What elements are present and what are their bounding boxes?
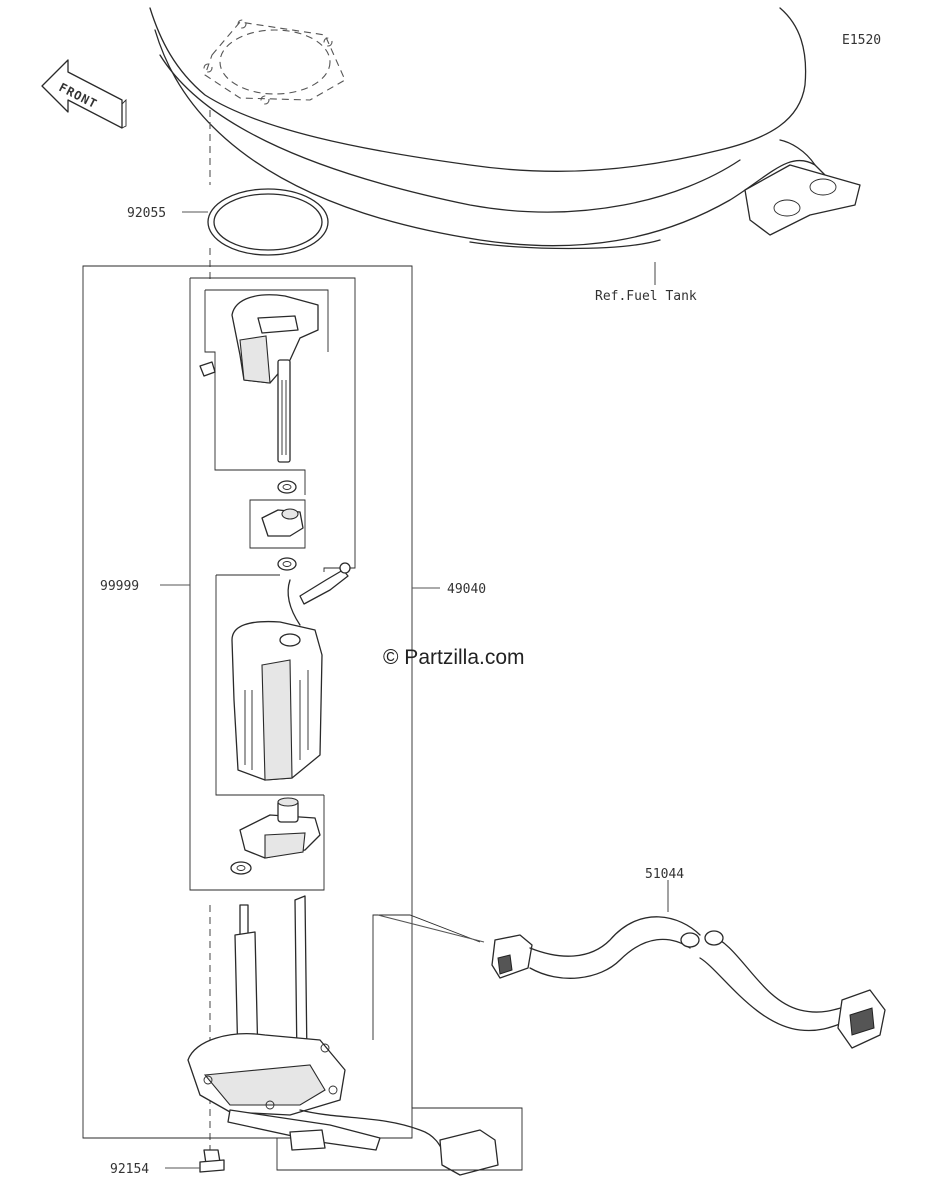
small-oring-2 (277, 557, 297, 571)
fuel-tank-outline (149, 7, 861, 250)
ref-fuel-tank-label: Ref.Fuel Tank (595, 289, 697, 304)
part-number-92055: 92055 (127, 206, 166, 221)
part-number-92154: 92154 (110, 1162, 149, 1177)
pump-filter (239, 797, 321, 859)
fuel-pump-body (215, 562, 351, 796)
sender-unit (199, 289, 329, 495)
part-number-51044: 51044 (645, 867, 684, 882)
part-number-99999: 99999 (100, 579, 139, 594)
small-oring-1 (277, 480, 297, 494)
hose-51044 (491, 916, 886, 1049)
small-oring-3 (230, 861, 252, 875)
bolt-92154 (199, 1149, 225, 1173)
diagram-code: E1520 (842, 33, 881, 48)
bracket-49040 (82, 265, 413, 1139)
front-arrow-icon: FRONT (41, 59, 127, 129)
oring-92055 (207, 188, 329, 256)
watermark: © Partzilla.com (383, 646, 525, 669)
part-number-49040: 49040 (447, 582, 486, 597)
regulator (249, 499, 306, 549)
pump-flange (187, 895, 499, 1176)
bracket-99999 (189, 277, 356, 891)
connector-bracket (276, 1060, 523, 1171)
